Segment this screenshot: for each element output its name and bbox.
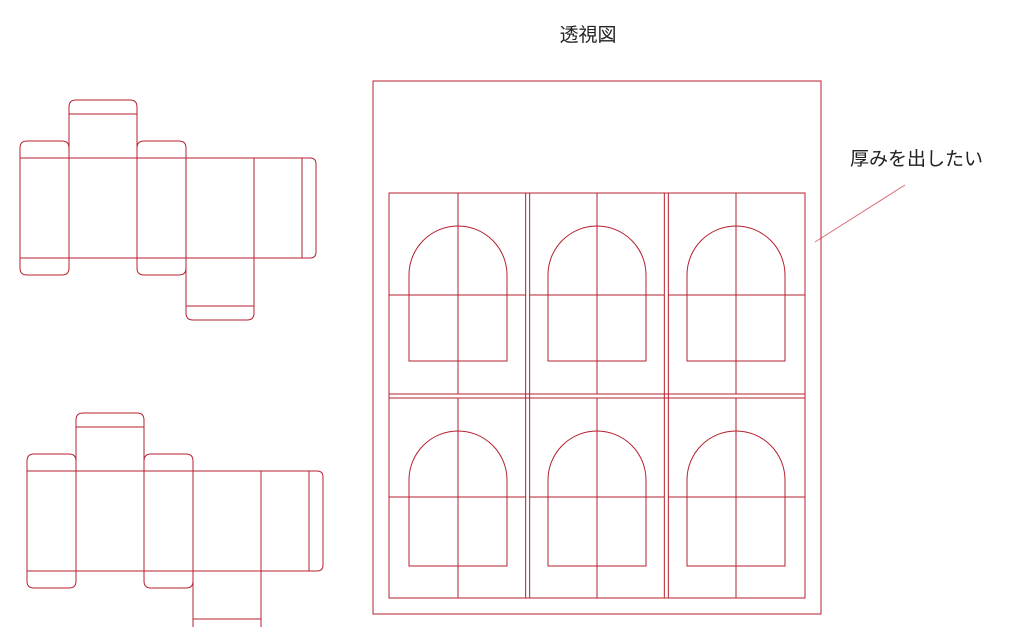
box-net-bottom <box>26 412 324 627</box>
diagram-title: 透視図 <box>559 24 617 46</box>
callout-leader-line <box>814 184 906 243</box>
box-net-top <box>19 99 317 321</box>
arched-window-2-3 <box>686 430 786 567</box>
perspective-tray <box>388 192 806 599</box>
arched-window-1-3 <box>686 225 786 362</box>
arched-window-2-2 <box>547 430 647 567</box>
arched-window-2-1 <box>408 430 508 567</box>
perspective-outer-frame <box>372 80 822 615</box>
callout-label: 厚みを出したい <box>850 148 984 170</box>
arched-window-1-2 <box>547 225 647 362</box>
arched-window-1-1 <box>408 225 508 362</box>
